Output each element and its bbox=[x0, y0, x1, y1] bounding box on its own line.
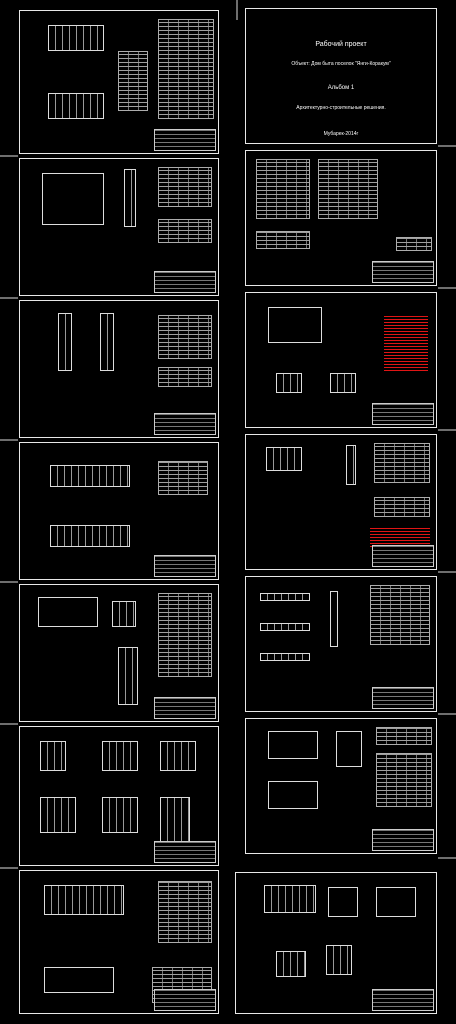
floor-plan bbox=[50, 465, 130, 487]
floor-plan bbox=[268, 731, 318, 759]
foundation-section bbox=[330, 373, 356, 393]
floor-plan bbox=[268, 781, 318, 809]
title-block bbox=[372, 829, 434, 851]
slab-plan bbox=[44, 967, 114, 993]
detail-node bbox=[276, 951, 306, 977]
drawing-sheet-4 bbox=[19, 442, 219, 580]
project-year: Мубарек-2014г bbox=[323, 131, 359, 137]
specification-table bbox=[376, 753, 432, 807]
title-block bbox=[154, 989, 216, 1011]
beam-section bbox=[260, 593, 310, 601]
column-section bbox=[330, 591, 338, 647]
column-section bbox=[100, 313, 114, 371]
beam-section bbox=[260, 653, 310, 661]
specification-table bbox=[376, 727, 432, 745]
detail-node bbox=[102, 797, 138, 833]
drawing-sheet-9 bbox=[245, 292, 437, 428]
specification-table bbox=[374, 443, 430, 483]
detail-node bbox=[266, 447, 302, 471]
detail-node bbox=[112, 601, 136, 627]
project-object: Объект: Дом быта поселок "Янги-Коракум" bbox=[291, 61, 391, 67]
title-block bbox=[154, 841, 216, 863]
beam-section bbox=[260, 623, 310, 631]
drawings-list bbox=[256, 159, 310, 219]
detail-node bbox=[102, 741, 138, 771]
title-block bbox=[154, 413, 216, 435]
foundation-section bbox=[276, 373, 302, 393]
project-title: Рабочий проект bbox=[315, 41, 367, 48]
stair-plan bbox=[264, 885, 316, 913]
detail-node bbox=[118, 647, 138, 705]
floor-plan bbox=[48, 93, 104, 119]
general-notes bbox=[318, 159, 378, 219]
detail-node bbox=[326, 945, 352, 975]
drawing-sheet-3 bbox=[19, 300, 219, 438]
column-section bbox=[124, 169, 136, 227]
title-block bbox=[154, 697, 216, 719]
title-block bbox=[154, 129, 216, 151]
specification-table bbox=[396, 237, 432, 251]
column-section bbox=[58, 313, 72, 371]
specification-table bbox=[374, 497, 430, 517]
specification-table bbox=[158, 461, 208, 495]
drawing-sheet-1 bbox=[19, 10, 219, 154]
drawing-sheet-13 bbox=[235, 872, 437, 1014]
drawing-sheet-5 bbox=[19, 584, 219, 722]
specification-table bbox=[158, 167, 212, 207]
title-block bbox=[372, 403, 434, 425]
drawing-sheet-11 bbox=[245, 576, 437, 712]
stair-section bbox=[336, 731, 362, 767]
detail-node bbox=[40, 741, 66, 771]
title-block bbox=[154, 555, 216, 577]
title-block bbox=[372, 545, 434, 567]
stair-section bbox=[376, 887, 416, 917]
title-block bbox=[372, 261, 434, 283]
section-title: Архитектурно-строительные решения. bbox=[296, 105, 386, 111]
detail-node bbox=[160, 797, 190, 847]
specification-table bbox=[158, 315, 212, 359]
red-notes bbox=[384, 315, 428, 373]
specification-table bbox=[158, 19, 214, 119]
specification-table bbox=[370, 585, 430, 645]
foundation-plan bbox=[268, 307, 322, 343]
cover-sheet: Рабочий проект Объект: Дом быта поселок … bbox=[245, 8, 437, 144]
specification-table bbox=[158, 593, 212, 677]
specification-table bbox=[158, 367, 212, 387]
album-number: Альбом 1 bbox=[327, 85, 355, 91]
specification-table bbox=[118, 51, 148, 111]
stair-section bbox=[328, 887, 358, 917]
frame-section bbox=[42, 173, 104, 225]
column-section bbox=[346, 445, 356, 485]
detail-node bbox=[160, 741, 196, 771]
specification-table bbox=[158, 219, 212, 243]
specification-table bbox=[158, 881, 212, 943]
drawing-sheet-12 bbox=[245, 718, 437, 854]
title-block bbox=[154, 271, 216, 293]
floor-plan bbox=[48, 25, 104, 51]
detail-node bbox=[40, 797, 76, 833]
floor-plan bbox=[50, 525, 130, 547]
title-block bbox=[372, 687, 434, 709]
title-block bbox=[372, 989, 434, 1011]
drawing-sheet-10 bbox=[245, 434, 437, 570]
floor-plan bbox=[44, 885, 124, 915]
specification-table bbox=[256, 231, 310, 249]
wall-plan bbox=[38, 597, 98, 627]
drawing-sheet-2 bbox=[19, 158, 219, 296]
drawing-sheet-6 bbox=[19, 726, 219, 866]
drawing-sheet-7 bbox=[19, 870, 219, 1014]
red-notes bbox=[370, 527, 430, 549]
drawing-sheet-8 bbox=[245, 150, 437, 286]
